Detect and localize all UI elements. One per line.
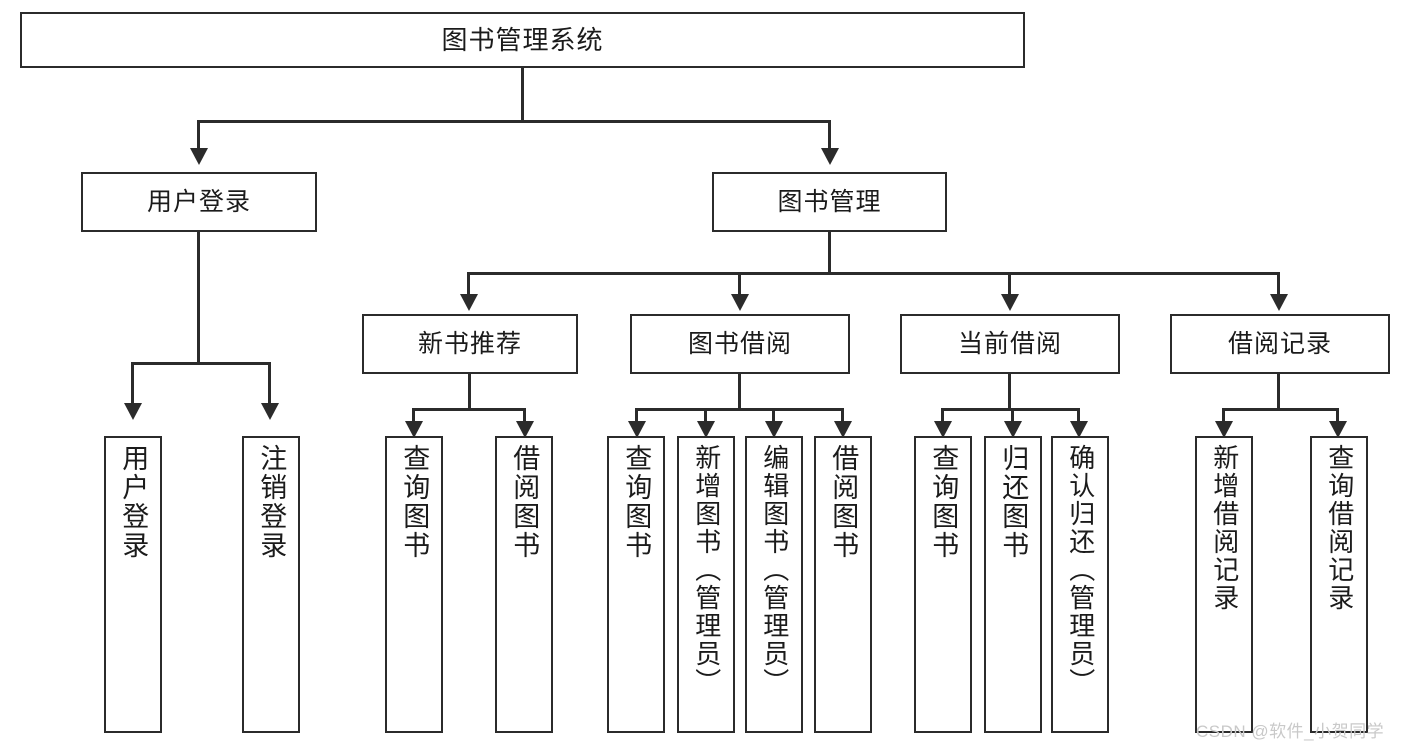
node-label: 借阅图书 (509, 444, 540, 560)
arrowhead-bb-leaf-3 (765, 421, 783, 438)
node-label: 编辑图书（管理员） (759, 444, 790, 696)
arrowhead-cb-leaf-1 (934, 421, 952, 438)
leaf-current-borrow-confirm-return-admin[interactable]: 确认归还（管理员） (1051, 436, 1109, 733)
connector-bb-drop-3 (772, 408, 775, 423)
leaf-borrow-record-query-record[interactable]: 查询借阅记录 (1310, 436, 1368, 733)
arrowhead-cb-leaf-3 (1070, 421, 1088, 438)
connector-br-drop-2 (1336, 408, 1339, 423)
node-label: 图书借阅 (687, 329, 792, 358)
connector-cb-drop-1 (941, 408, 944, 423)
connector-nbr-bar (412, 408, 526, 411)
connector-nbr-drop-2 (523, 408, 526, 423)
node-new-book-recommend[interactable]: 新书推荐 (362, 314, 578, 374)
connector-bm-drop-4 (1277, 272, 1280, 295)
leaf-current-borrow-return-book[interactable]: 归还图书 (984, 436, 1042, 733)
leaf-book-borrow-borrow-book[interactable]: 借阅图书 (814, 436, 872, 733)
node-root-book-management-system[interactable]: 图书管理系统 (20, 12, 1025, 68)
connector-bb-drop-4 (841, 408, 844, 423)
connector-br-stem (1277, 374, 1280, 410)
leaf-current-borrow-query-book[interactable]: 查询图书 (914, 436, 972, 733)
node-label: 新书推荐 (417, 329, 522, 358)
connector-cb-drop-3 (1077, 408, 1080, 423)
connector-bb-bar (635, 408, 844, 411)
arrowhead-bm-child-2 (731, 294, 749, 311)
connector-nbr-stem (468, 374, 471, 410)
leaf-new-book-borrow-book[interactable]: 借阅图书 (495, 436, 553, 733)
connector-book-management-bar (467, 272, 1279, 275)
connector-root-to-user-login (197, 120, 200, 149)
connector-bm-drop-3 (1008, 272, 1011, 295)
leaf-book-borrow-query-book[interactable]: 查询图书 (607, 436, 665, 733)
connector-user-login-drop-2 (268, 362, 271, 404)
node-label: 图书管理系统 (441, 25, 604, 55)
node-borrow-record[interactable]: 借阅记录 (1170, 314, 1390, 374)
node-label: 注销登录 (256, 444, 287, 560)
node-label: 新增借阅记录 (1209, 444, 1240, 612)
node-label: 查询图书 (928, 444, 959, 560)
node-label: 当前借阅 (957, 329, 1062, 358)
connector-br-drop-1 (1222, 408, 1225, 423)
node-label: 查询借阅记录 (1324, 444, 1355, 612)
arrowhead-bm-child-4 (1270, 294, 1288, 311)
arrowhead-br-leaf-2 (1329, 421, 1347, 438)
leaf-user-login-logout[interactable]: 注销登录 (242, 436, 300, 733)
connector-nbr-drop-1 (412, 408, 415, 423)
arrowhead-nbr-leaf-2 (516, 421, 534, 438)
arrowhead-bb-leaf-4 (834, 421, 852, 438)
connector-cb-stem (1008, 374, 1011, 410)
connector-cb-drop-2 (1011, 408, 1014, 423)
node-label: 用户登录 (146, 187, 251, 216)
node-label: 图书管理 (777, 187, 882, 216)
node-book-borrow[interactable]: 图书借阅 (630, 314, 850, 374)
leaf-book-borrow-add-book-admin[interactable]: 新增图书（管理员） (677, 436, 735, 733)
connector-root-to-book-management (828, 120, 831, 149)
connector-bm-drop-2 (738, 272, 741, 295)
connector-bb-drop-2 (704, 408, 707, 423)
csdn-watermark: CSDN @软件_小贺同学 (1196, 722, 1385, 741)
arrowhead-bb-leaf-1 (628, 421, 646, 438)
connector-bb-stem (738, 374, 741, 410)
node-label: 归还图书 (998, 444, 1029, 560)
arrowhead-root-to-book-management (821, 148, 839, 165)
node-label: 新增图书（管理员） (691, 444, 722, 696)
node-label: 查询图书 (621, 444, 652, 560)
arrowhead-bm-child-3 (1001, 294, 1019, 311)
node-book-management[interactable]: 图书管理 (712, 172, 947, 232)
connector-br-bar (1222, 408, 1339, 411)
arrowhead-user-login-leaf-1 (124, 403, 142, 420)
node-label: 借阅图书 (828, 444, 859, 560)
connector-cb-bar (941, 408, 1079, 411)
arrowhead-root-to-user-login (190, 148, 208, 165)
node-label: 查询图书 (399, 444, 430, 560)
connector-root-stem (521, 68, 524, 120)
arrowhead-cb-leaf-2 (1004, 421, 1022, 438)
node-label: 用户登录 (118, 444, 149, 560)
arrowhead-br-leaf-1 (1215, 421, 1233, 438)
node-label: 借阅记录 (1227, 329, 1332, 358)
node-current-borrow[interactable]: 当前借阅 (900, 314, 1120, 374)
connector-user-login-drop-1 (131, 362, 134, 404)
connector-root-bar (197, 120, 831, 123)
node-label: 确认归还（管理员） (1065, 444, 1096, 696)
connector-book-management-stem (828, 232, 831, 274)
connector-user-login-stem (197, 232, 200, 364)
leaf-borrow-record-add-record[interactable]: 新增借阅记录 (1195, 436, 1253, 733)
connector-user-login-bar (131, 362, 268, 365)
arrowhead-bb-leaf-2 (697, 421, 715, 438)
connector-bm-drop-1 (467, 272, 470, 295)
connector-bb-drop-1 (635, 408, 638, 423)
leaf-book-borrow-edit-book-admin[interactable]: 编辑图书（管理员） (745, 436, 803, 733)
node-user-login[interactable]: 用户登录 (81, 172, 317, 232)
arrowhead-user-login-leaf-2 (261, 403, 279, 420)
leaf-user-login-login[interactable]: 用户登录 (104, 436, 162, 733)
arrowhead-bm-child-1 (460, 294, 478, 311)
arrowhead-nbr-leaf-1 (405, 421, 423, 438)
leaf-new-book-query-book[interactable]: 查询图书 (385, 436, 443, 733)
